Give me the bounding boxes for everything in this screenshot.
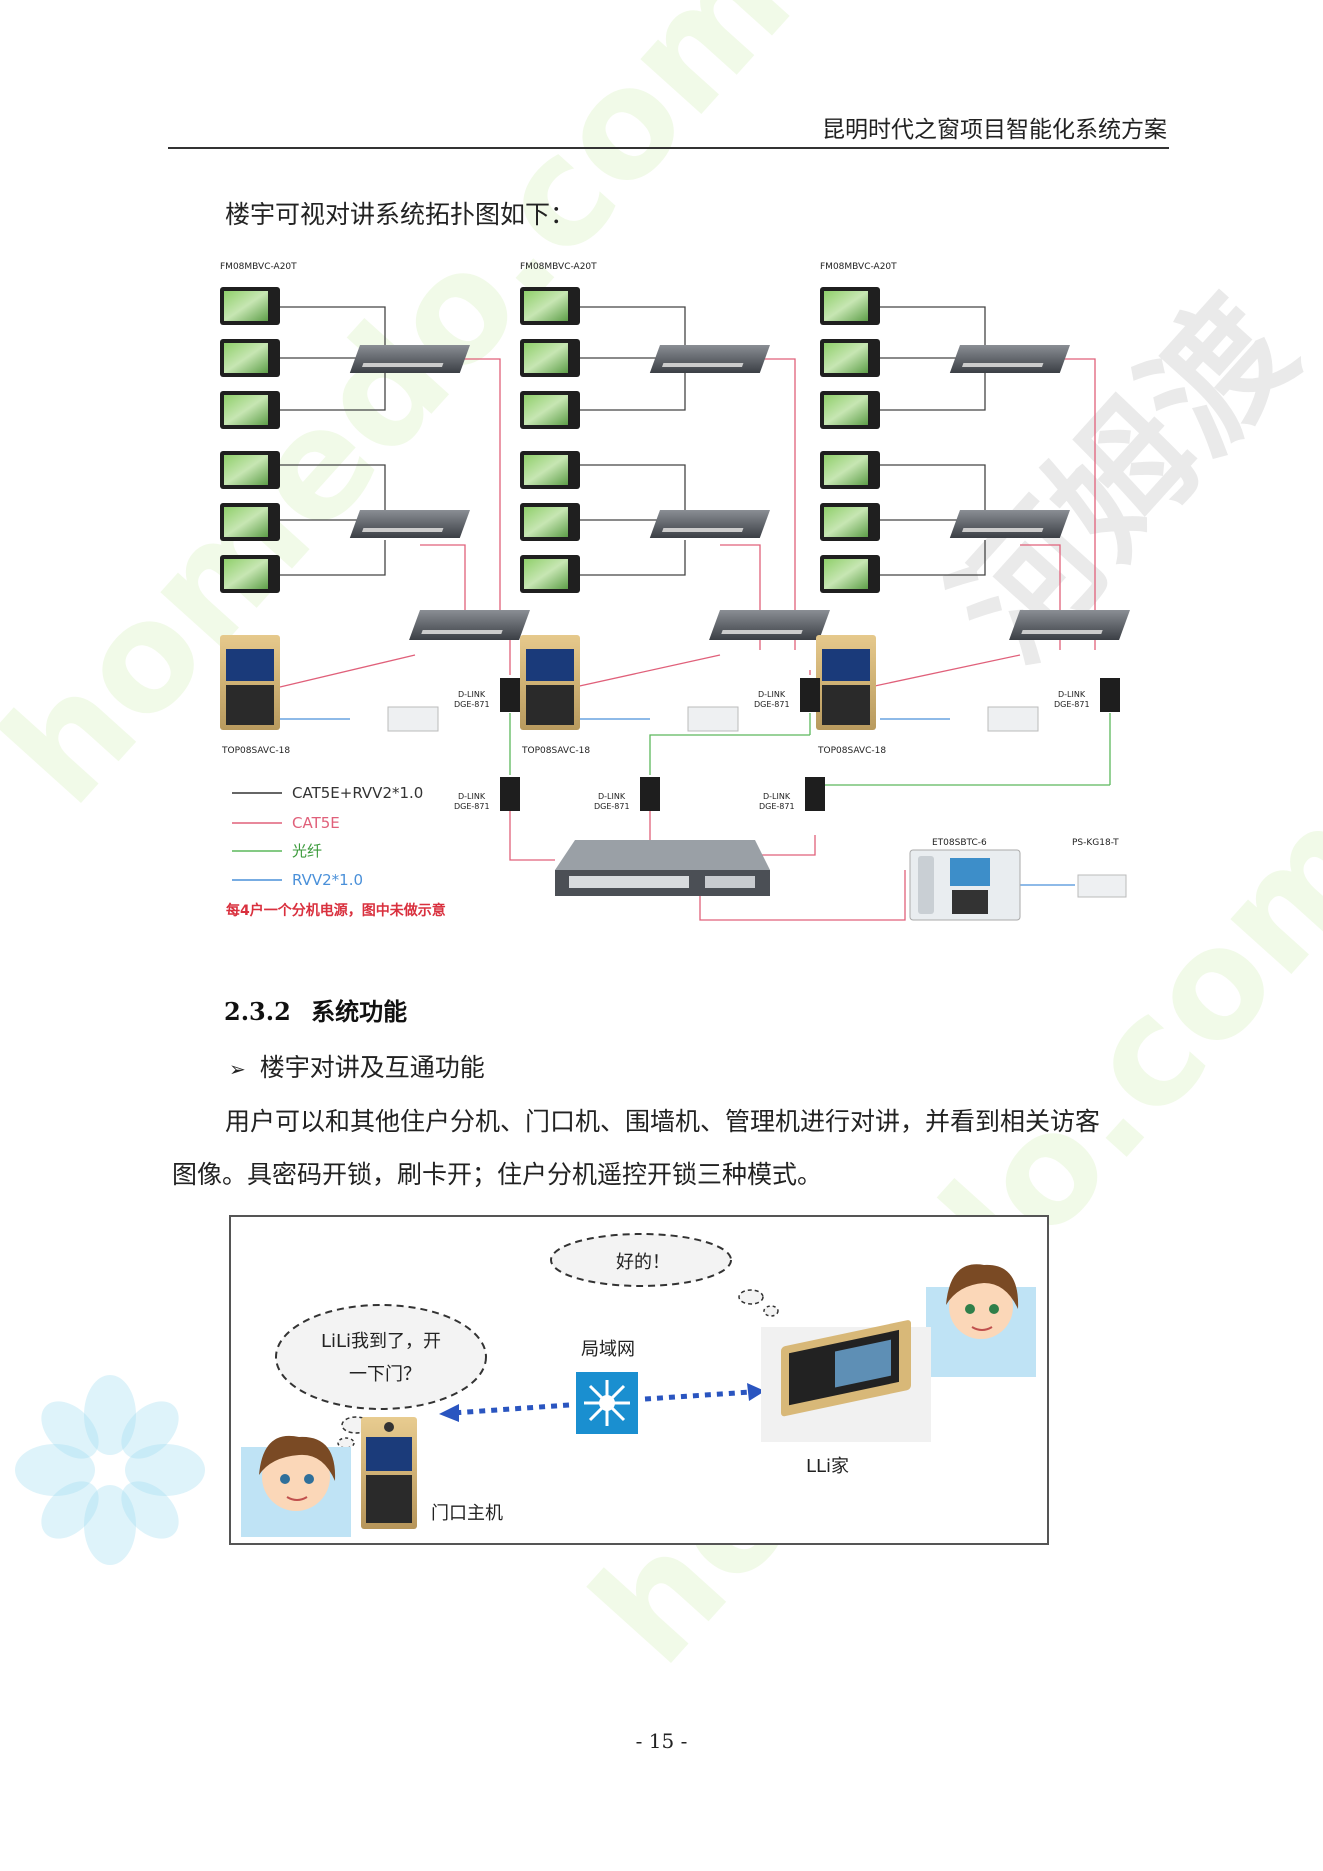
- group1-monitor-model: FM08MBVC-A20T: [220, 262, 297, 272]
- legend-label-3: 光纤: [292, 842, 322, 860]
- floor-switches: [349, 345, 1130, 640]
- group1-converter-label-2: DGE-871: [454, 700, 490, 709]
- section-heading: 2.3.2 系统功能: [224, 992, 407, 1027]
- legend-label-4: RVV2*1.0: [292, 871, 363, 889]
- network-label: 局域网: [581, 1339, 635, 1360]
- management-station: [909, 849, 1021, 921]
- home-label: LLi家: [806, 1456, 849, 1477]
- group3-converter-label-2: DGE-871: [1054, 700, 1090, 709]
- group1-cat5e-lines: [279, 358, 511, 688]
- legend: CAT5E+RVV2*1.0 CAT5E 光纤 RVV2*1.0 每4户一个分机…: [226, 784, 446, 919]
- bullet-text: 楼宇对讲及互通功能: [259, 1053, 485, 1082]
- bottom-converter-2-label-1: D-LINK: [598, 792, 626, 801]
- center-power-supply: [1077, 874, 1127, 898]
- bubble-right-text: 好的！: [616, 1252, 670, 1273]
- illustration-canvas: 好的！ LiLi我到了，开 一下门？ 门口主机 局域网: [241, 1233, 1036, 1537]
- watermark-flower-icon: [15, 1375, 205, 1565]
- bottom-converter-1-label-2: DGE-871: [454, 802, 490, 811]
- group2-monitor-model: FM08MBVC-A20T: [520, 262, 597, 272]
- arrow-to-home: [644, 1383, 765, 1402]
- indoor-monitor-device: [761, 1320, 931, 1442]
- bubble-left-line-2: 一下门？: [349, 1364, 421, 1385]
- group3-door-model: TOP08SAVC-18: [817, 746, 886, 756]
- paragraph-line-1: 用户可以和其他住户分机、门口机、围墙机、管理机进行对讲，并看到相关访客: [225, 1107, 1101, 1136]
- group1-cat5e-rvv-lines: [280, 306, 386, 576]
- door-power-supplies: [387, 706, 1039, 732]
- door-stations: [220, 635, 876, 730]
- paragraph-line-2: 图像。具密码开锁，刷卡开；住户分机遥控开锁三种模式。: [172, 1160, 823, 1189]
- group2-converter-label-2: DGE-871: [754, 700, 790, 709]
- legend-label-1: CAT5E+RVV2*1.0: [292, 784, 423, 802]
- group2-cat5e-rvv-lines: [580, 306, 686, 576]
- group2-converter-label-1: D-LINK: [758, 690, 786, 699]
- bottom-converter-3-label-2: DGE-871: [759, 802, 795, 811]
- section-number: 2.3.2: [224, 997, 291, 1026]
- group2-fiber-line: [649, 713, 811, 775]
- bullet-arrow-icon: ➢: [229, 1057, 246, 1081]
- media-converters: [500, 678, 1120, 811]
- group1-monitors: [220, 287, 280, 593]
- core-cat5e-lines: [509, 810, 906, 921]
- thought-bubble-right: 好的！: [550, 1233, 779, 1317]
- section-title: 系统功能: [311, 997, 408, 1026]
- topology-diagram: FM08MBVC-A20T FM08MBVC-A20T FM08MBVC-A20…: [220, 262, 1130, 921]
- group1-converter-label-1: D-LINK: [458, 690, 486, 699]
- arrow-to-door: [439, 1402, 570, 1422]
- group2-door-model: TOP08SAVC-18: [521, 746, 590, 756]
- resident-girl-avatar: [926, 1264, 1036, 1377]
- door-station-label: 门口主机: [431, 1503, 503, 1524]
- bottom-converter-3-label-1: D-LINK: [763, 792, 791, 801]
- group2-monitors: [520, 287, 580, 593]
- management-model: ET08SBTC-6: [932, 838, 987, 848]
- intercom-illustration: 好的！ LiLi我到了，开 一下门？ 门口主机 局域网: [229, 1215, 1049, 1545]
- core-switch: [555, 840, 770, 896]
- visitor-girl-avatar: [241, 1435, 351, 1537]
- bottom-converter-1-label-1: D-LINK: [458, 792, 486, 801]
- group3-cat5e-rvv-lines: [880, 306, 986, 576]
- group3-monitor-model: FM08MBVC-A20T: [820, 262, 897, 272]
- header-title: 昆明时代之窗项目智能化系统方案: [822, 117, 1167, 143]
- network-switch-icon: [576, 1372, 638, 1434]
- group3-monitors: [820, 287, 880, 593]
- group3-converter-label-1: D-LINK: [1058, 690, 1086, 699]
- power-model: PS-KG18-T: [1072, 838, 1119, 848]
- intro-text: 楼宇可视对讲系统拓扑图如下：: [225, 200, 576, 229]
- legend-label-2: CAT5E: [292, 814, 340, 832]
- group1-door-model: TOP08SAVC-18: [221, 746, 290, 756]
- legend-note: 每4户一个分机电源，图中未做示意: [226, 902, 446, 919]
- door-station-device: [361, 1417, 417, 1529]
- thought-bubble-left: LiLi我到了，开 一下门？: [275, 1304, 487, 1449]
- bullet-item: ➢ 楼宇对讲及互通功能: [229, 1048, 485, 1084]
- bottom-converter-2-label-2: DGE-871: [594, 802, 630, 811]
- bubble-left-line-1: LiLi我到了，开: [321, 1331, 441, 1352]
- page-number: - 15 -: [635, 1729, 688, 1753]
- header-rule: [168, 147, 1169, 149]
